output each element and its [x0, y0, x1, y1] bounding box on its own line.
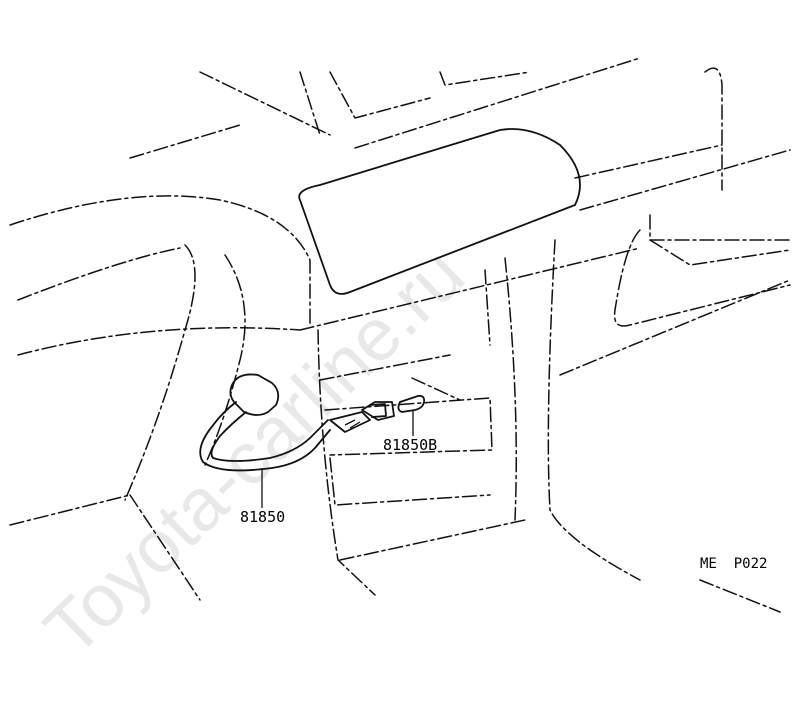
center-console [317, 239, 641, 596]
reference-code: ME P022 [700, 556, 767, 572]
glove-box [298, 128, 581, 295]
harness-connector-81850 [199, 373, 331, 472]
part-label-81850: 81850 [240, 508, 285, 526]
clip-81850B [397, 394, 426, 436]
plug-connector [329, 401, 395, 433]
mounting-bracket [324, 377, 493, 506]
left-pillar [9, 244, 781, 613]
windshield-frame [129, 57, 723, 191]
dashboard-outline [9, 144, 791, 376]
right-panel [613, 229, 791, 327]
part-label-81850B: 81850B [383, 436, 437, 454]
